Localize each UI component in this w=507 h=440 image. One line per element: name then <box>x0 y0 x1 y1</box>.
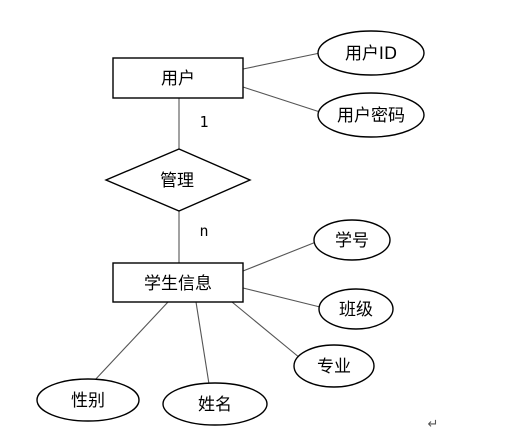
attribute-user-id-label: 用户ID <box>345 44 397 64</box>
entity-student-info-label: 学生信息 <box>144 274 212 294</box>
attribute-class-ellipse <box>318 288 394 330</box>
attribute-name: 姓名 <box>162 382 268 426</box>
relationship-manage: 管理 <box>104 148 252 212</box>
entity-user: 用户 <box>112 57 244 99</box>
attribute-user-password-ellipse <box>317 92 425 138</box>
edge-student-studentno <box>242 241 317 272</box>
attribute-user-password: 用户密码 <box>317 92 425 138</box>
attribute-major-ellipse <box>293 344 375 388</box>
entity-user-label: 用户 <box>161 69 195 89</box>
attribute-gender: 性别 <box>36 378 140 422</box>
relationship-manage-diamond <box>104 148 252 212</box>
attribute-user-id: 用户ID <box>317 30 425 76</box>
edge-student-class <box>242 287 321 308</box>
attribute-student-no: 学号 <box>313 219 391 261</box>
paragraph-mark-icon: ↵ <box>428 417 439 432</box>
entity-student-info: 学生信息 <box>112 262 244 303</box>
edge-user-password <box>242 86 321 113</box>
attribute-student-no-ellipse <box>313 219 391 261</box>
attribute-student-no-label: 学号 <box>335 231 369 251</box>
attribute-user-password-label: 用户密码 <box>337 106 405 126</box>
entity-student-info-box <box>112 262 244 303</box>
cardinality-user-side: 1 <box>199 113 208 131</box>
entity-user-box <box>112 57 244 99</box>
attribute-gender-label: 性别 <box>71 391 105 411</box>
attribute-class-label: 班级 <box>339 300 373 320</box>
connectors <box>93 52 321 385</box>
attribute-user-id-ellipse <box>317 30 425 76</box>
edge-user-userid <box>242 52 321 70</box>
attribute-name-label: 姓名 <box>198 395 232 415</box>
attribute-gender-ellipse <box>36 378 140 422</box>
cardinality-student-side: n <box>199 222 208 240</box>
edge-student-gender <box>93 301 169 382</box>
edge-student-major <box>231 301 301 359</box>
attribute-name-ellipse <box>162 382 268 426</box>
relationship-manage-label: 管理 <box>160 171 194 191</box>
edge-student-name <box>195 301 210 385</box>
attribute-major: 专业 <box>293 344 375 388</box>
attribute-major-label: 专业 <box>317 357 351 377</box>
attribute-class: 班级 <box>318 288 394 330</box>
